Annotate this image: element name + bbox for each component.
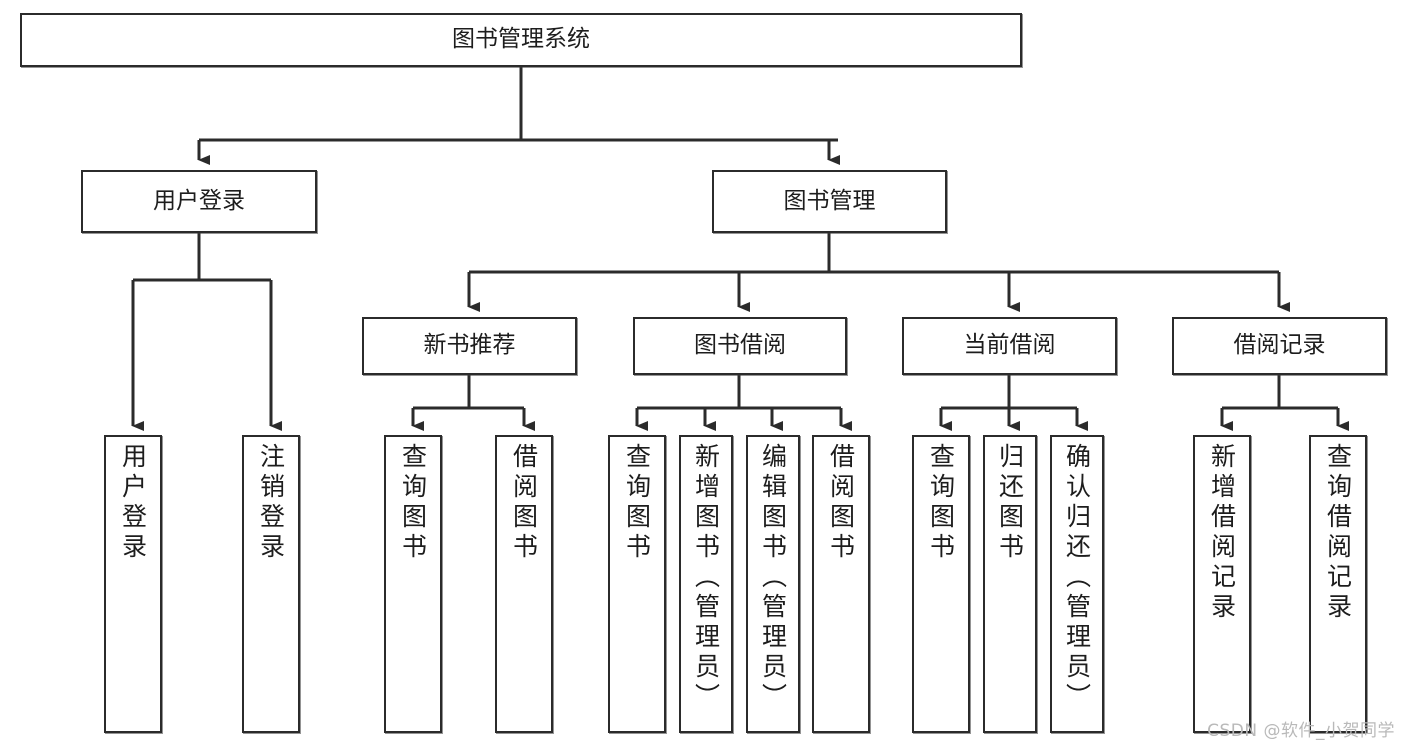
node-leaf-confirm-return-admin[interactable]: 确认归还（管理员） (1050, 435, 1104, 733)
node-label: 注销登录 (256, 443, 286, 563)
node-label: 当前借阅 (963, 332, 1056, 359)
node-book-management[interactable]: 图书管理 (712, 170, 947, 233)
node-book-borrow[interactable]: 图书借阅 (633, 317, 847, 375)
node-label: 新增借阅记录 (1207, 443, 1237, 623)
node-user-login[interactable]: 用户登录 (81, 170, 317, 233)
node-leaf-add-book-admin[interactable]: 新增图书（管理员） (679, 435, 733, 733)
node-label: 新书推荐 (423, 332, 516, 359)
node-label: 用户登录 (118, 443, 148, 563)
node-label: 查询图书 (398, 443, 428, 563)
node-label: 查询图书 (926, 443, 956, 563)
node-borrow-record[interactable]: 借阅记录 (1172, 317, 1387, 375)
node-root-book-management-system[interactable]: 图书管理系统 (20, 13, 1022, 67)
node-label: 图书管理系统 (452, 26, 590, 53)
node-leaf-return-book[interactable]: 归还图书 (983, 435, 1037, 733)
node-label: 用户登录 (153, 187, 245, 214)
node-leaf-borrow-book-recommend[interactable]: 借阅图书 (495, 435, 553, 733)
node-leaf-edit-book-admin[interactable]: 编辑图书（管理员） (746, 435, 800, 733)
node-label: 借阅图书 (826, 443, 856, 563)
node-label: 图书借阅 (694, 332, 786, 359)
node-label: 归还图书 (995, 443, 1025, 563)
node-label: 确认归还（管理员） (1062, 443, 1092, 713)
node-label: 图书管理 (783, 187, 876, 214)
node-label: 借阅图书 (509, 443, 539, 563)
node-leaf-user-login[interactable]: 用户登录 (104, 435, 162, 733)
node-leaf-logout[interactable]: 注销登录 (242, 435, 300, 733)
node-leaf-query-borrow-record[interactable]: 查询借阅记录 (1309, 435, 1367, 733)
node-leaf-add-borrow-record[interactable]: 新增借阅记录 (1193, 435, 1251, 733)
node-label: 借阅记录 (1233, 332, 1326, 359)
node-leaf-query-book-borrow[interactable]: 查询图书 (608, 435, 666, 733)
node-label: 查询图书 (622, 443, 652, 563)
node-current-borrow[interactable]: 当前借阅 (902, 317, 1117, 375)
node-label: 新增图书（管理员） (691, 443, 721, 713)
node-label: 查询借阅记录 (1323, 443, 1353, 623)
node-leaf-query-book-recommend[interactable]: 查询图书 (384, 435, 442, 733)
node-leaf-borrow-book[interactable]: 借阅图书 (812, 435, 870, 733)
node-new-book-recommend[interactable]: 新书推荐 (362, 317, 577, 375)
node-label: 编辑图书（管理员） (758, 443, 788, 713)
node-leaf-query-book-current[interactable]: 查询图书 (912, 435, 970, 733)
